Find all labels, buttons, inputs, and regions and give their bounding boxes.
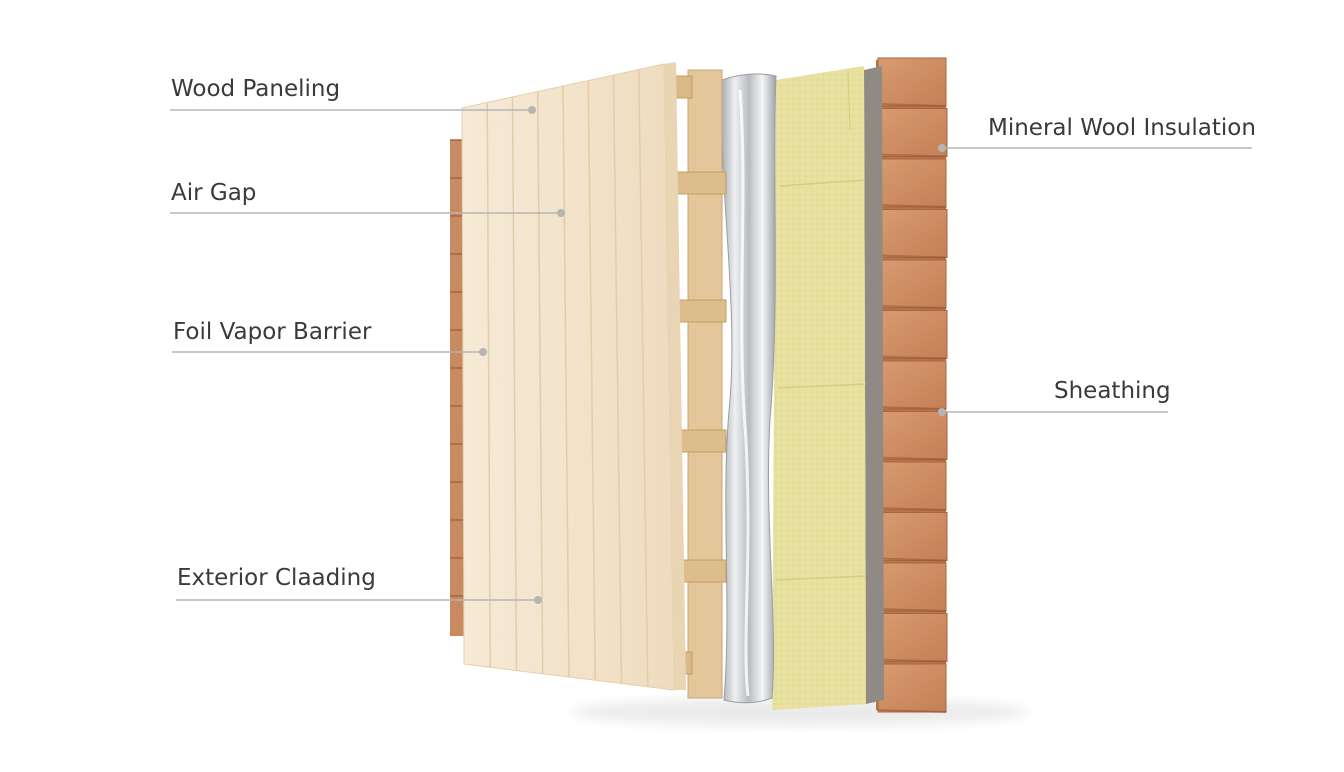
label-mineral-wool-insulation: Mineral Wool Insulation — [988, 115, 1256, 141]
cladding-board — [877, 158, 947, 208]
cladding-board — [878, 108, 948, 157]
label-exterior-cladding: Exterior Claading — [177, 565, 376, 591]
label-air-gap: Air Gap — [171, 180, 257, 206]
cladding-board — [877, 360, 947, 410]
cladding-board — [877, 259, 947, 309]
stud-cleat — [673, 171, 727, 195]
exterior-cladding-layer — [876, 57, 948, 713]
leader-dots — [479, 106, 946, 604]
cladding-board — [878, 209, 948, 258]
cladding-board — [877, 562, 947, 612]
label-sheathing: Sheathing — [1054, 378, 1171, 404]
left-cladding-strip — [450, 139, 464, 636]
sheathing-layer — [864, 66, 884, 704]
cladding-board — [877, 663, 947, 713]
cladding-board — [878, 512, 948, 561]
cladding-board — [878, 613, 948, 662]
mineral-wool-layer — [772, 66, 867, 710]
leader-lines — [170, 109, 1252, 601]
foil-barrier-layer — [720, 73, 777, 704]
label-wood-paneling: Wood Paneling — [171, 76, 341, 102]
stud-cleat — [673, 299, 727, 323]
stud-frame — [661, 69, 727, 699]
label-foil-vapor-barrier: Foil Vapor Barrier — [173, 319, 372, 345]
cladding-board — [878, 310, 948, 359]
cladding-board — [878, 411, 948, 460]
cladding-board — [877, 57, 947, 107]
wood-paneling-layer — [461, 62, 686, 691]
cladding-board — [877, 461, 947, 511]
